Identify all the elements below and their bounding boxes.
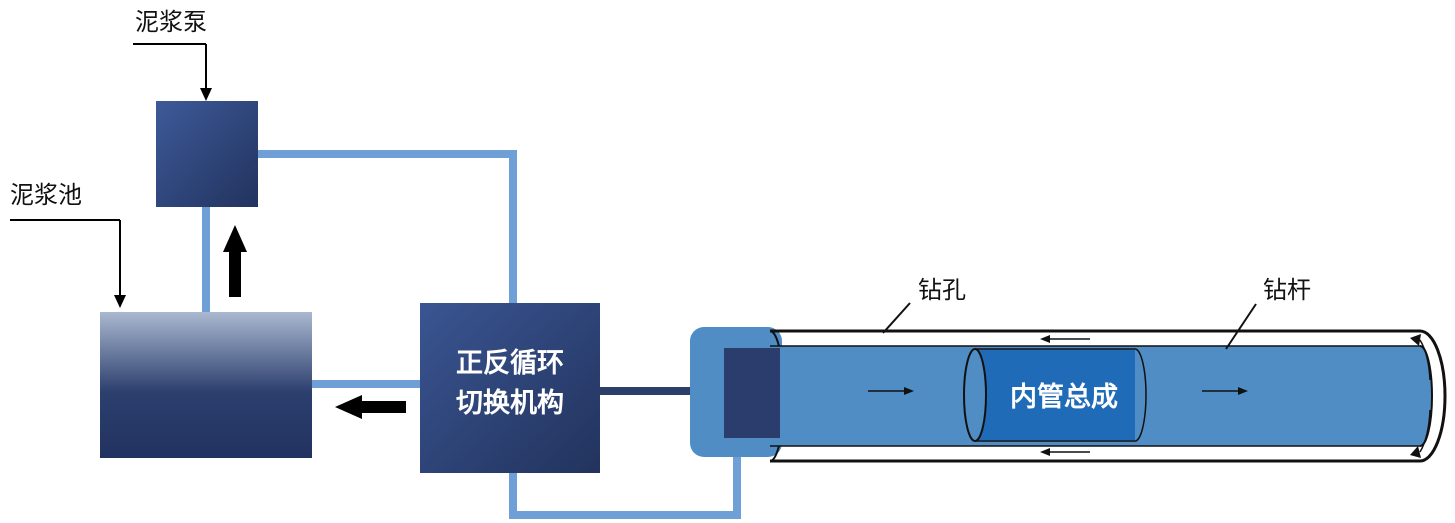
switch-mechanism-box [420, 303, 600, 473]
inner-tube-assembly [975, 350, 1135, 440]
inner-tube-left-rim [963, 348, 987, 442]
pipe-switch-to-drill-head [509, 457, 741, 519]
switch-label-line2: 切换机构 [456, 388, 564, 419]
annulus-arrow-top-icon [1040, 335, 1090, 343]
return-flow-arrowhead-top-icon [1410, 334, 1421, 346]
pipe-pump-to-switch [258, 150, 517, 303]
mud-pump-box [156, 101, 258, 207]
flow-arrow-right-1-icon [868, 387, 914, 395]
inner-tube-label: 内管总成 [1010, 382, 1118, 413]
inner-tube-right-rim [1134, 348, 1147, 442]
drill-head-connector [724, 348, 780, 438]
drill-rod-end [1419, 345, 1433, 447]
mud-tank-box [100, 312, 312, 458]
annulus-arrow-bottom-icon [1040, 448, 1090, 456]
tank-label: 泥浆池 [10, 181, 82, 209]
return-flow-arrowhead-bottom-icon [1410, 446, 1421, 458]
up-arrow-icon [223, 225, 247, 297]
return-flow-arrow-top-icon [1419, 339, 1431, 381]
borehole-callout: 钻孔 [882, 276, 966, 334]
switch-label-line1: 正反循环 [456, 348, 564, 379]
tank-callout: 泥浆池 [10, 181, 126, 308]
drill-rod-label: 钻杆 [1263, 276, 1311, 304]
borehole-label: 钻孔 [918, 276, 966, 304]
borehole-outline [770, 329, 1447, 463]
pump-callout: 泥浆泵 [133, 8, 212, 101]
pump-label: 泥浆泵 [135, 8, 207, 36]
return-flow-arrow-bottom-icon [1419, 409, 1431, 453]
flow-arrow-right-2-icon [1202, 387, 1248, 395]
left-arrow-icon [335, 395, 406, 419]
drill-rod-callout: 钻杆 [1225, 276, 1311, 350]
